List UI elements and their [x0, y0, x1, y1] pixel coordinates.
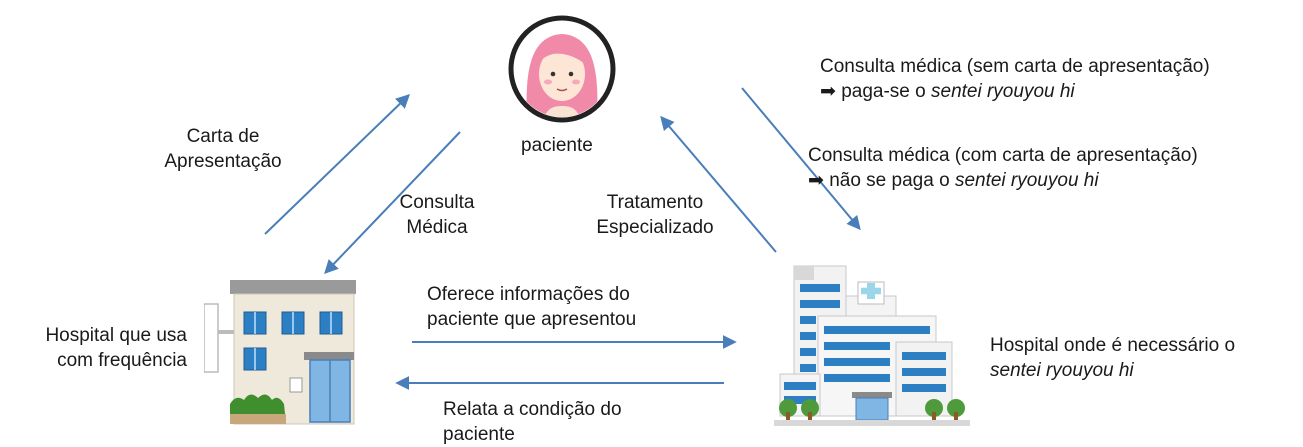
clinic-building-icon: [204, 280, 356, 425]
note-with-letter: Consulta médica (com carta de apresentaç…: [808, 143, 1198, 193]
patient-label: paciente: [521, 135, 593, 156]
note2-line1: Consulta médica (com carta de apresentaç…: [808, 145, 1198, 166]
arrow-patient-to-hospital: [741, 87, 861, 231]
note1-line2: ➡ paga-se o sentei ryouyou hi: [820, 79, 1210, 104]
hospital-label: Hospital onde é necessário o sentei ryou…: [990, 333, 1235, 383]
right-arrow-icon: ➡: [820, 81, 836, 102]
note2-prefix: não se paga o: [829, 170, 950, 191]
letter-label-line2: Apresentação: [164, 151, 282, 172]
arrow-clinic-to-patient: [264, 94, 411, 235]
consult-label-line1: Consulta: [399, 192, 475, 213]
clinic-label-line1: Hospital que usa: [45, 325, 187, 346]
note-without-letter: Consulta médica (sem carta de apresentaç…: [820, 54, 1210, 104]
specialized-label-line1: Tratamento: [606, 192, 704, 213]
note1-line1: Consulta médica (sem carta de apresentaç…: [820, 56, 1210, 77]
report-condition-line1: Relata a condição do: [443, 399, 622, 420]
large-hospital-building-icon: [774, 265, 970, 426]
patient-woman-icon: [508, 15, 616, 123]
note1-term: sentei ryouyou hi: [931, 81, 1075, 102]
clinic-label: Hospital que usa com frequência: [0, 323, 187, 373]
offer-info-label: Oferece informações do paciente que apre…: [427, 282, 636, 332]
consult-label-line2: Médica: [406, 217, 468, 238]
right-arrow-icon: ➡: [808, 170, 824, 191]
note1-prefix: paga-se o: [841, 81, 926, 102]
arrow-patient-to-clinic: [324, 131, 461, 275]
hospital-label-line2: sentei ryouyou hi: [990, 360, 1134, 381]
offer-info-line1: Oferece informações do: [427, 284, 630, 305]
clinic-label-line2: com frequência: [57, 350, 187, 371]
specialized-label-line2: Especializado: [596, 217, 714, 238]
note2-line2: ➡ não se paga o sentei ryouyou hi: [808, 168, 1198, 193]
letter-label-line1: Carta de: [186, 126, 260, 147]
note2-term: sentei ryouyou hi: [954, 170, 1099, 191]
report-condition-label: Relata a condição do paciente: [443, 397, 622, 447]
offer-info-line2: paciente que apresentou: [427, 309, 637, 330]
arrow-hospital-to-patient: [660, 115, 777, 253]
hospital-label-line1: Hospital onde é necessário o: [990, 335, 1236, 356]
letter-label: Carta de Apresentação: [160, 124, 286, 174]
consult-label: Consulta Médica: [386, 190, 488, 240]
report-condition-line2: paciente: [443, 424, 515, 445]
specialized-label: Tratamento Especializado: [575, 190, 735, 240]
